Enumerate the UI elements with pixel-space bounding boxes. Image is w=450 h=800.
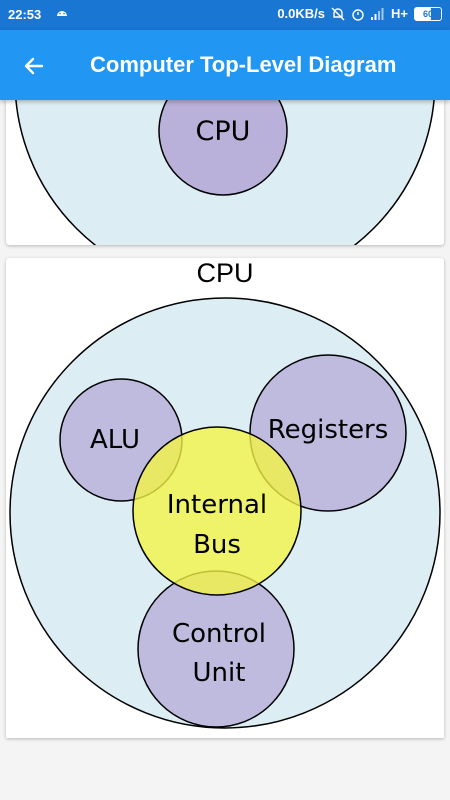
computer-diagram: CPU: [15, 100, 435, 245]
android-icon: [57, 11, 67, 16]
computer-diagram-card: CPU: [6, 100, 444, 245]
network-speed: 0.0KB/s: [277, 6, 326, 21]
status-time: 22:53: [8, 7, 42, 22]
alarm-icon: [352, 8, 364, 21]
battery-level: 60: [422, 8, 433, 19]
cpu-diagram-card: CPU ALU Registers Internal Bus Control U…: [6, 258, 444, 738]
battery-icon: 60: [414, 6, 442, 21]
control-unit-label-line1: Control: [172, 619, 266, 649]
cpu-label: CPU: [196, 116, 251, 147]
control-unit-label-line2: Unit: [193, 658, 246, 688]
arrow-left-icon: [24, 57, 44, 75]
cpu-card-title: CPU: [196, 258, 254, 288]
mute-bell-icon: [331, 7, 345, 20]
internal-bus-label-line1: Internal: [167, 490, 267, 520]
cpu-diagram: ALU Registers Internal Bus Control Unit: [9, 297, 441, 729]
internal-bus-circle: [132, 426, 302, 596]
status-right: 0.0KB/s H+ 60: [277, 6, 442, 21]
signal-icon: [371, 7, 384, 20]
back-button[interactable]: [18, 50, 50, 82]
alu-label: ALU: [90, 425, 140, 455]
network-type: H+: [391, 6, 408, 21]
internal-bus-label-line2: Bus: [193, 530, 241, 560]
status-bar: 22:53 0.0KB/s H+ 60: [0, 0, 450, 30]
registers-label: Registers: [268, 415, 389, 445]
page-title: Computer Top-Level Diagram: [90, 52, 397, 77]
cpu-circle: [158, 100, 288, 196]
app-bar: Computer Top-Level Diagram: [0, 30, 450, 100]
